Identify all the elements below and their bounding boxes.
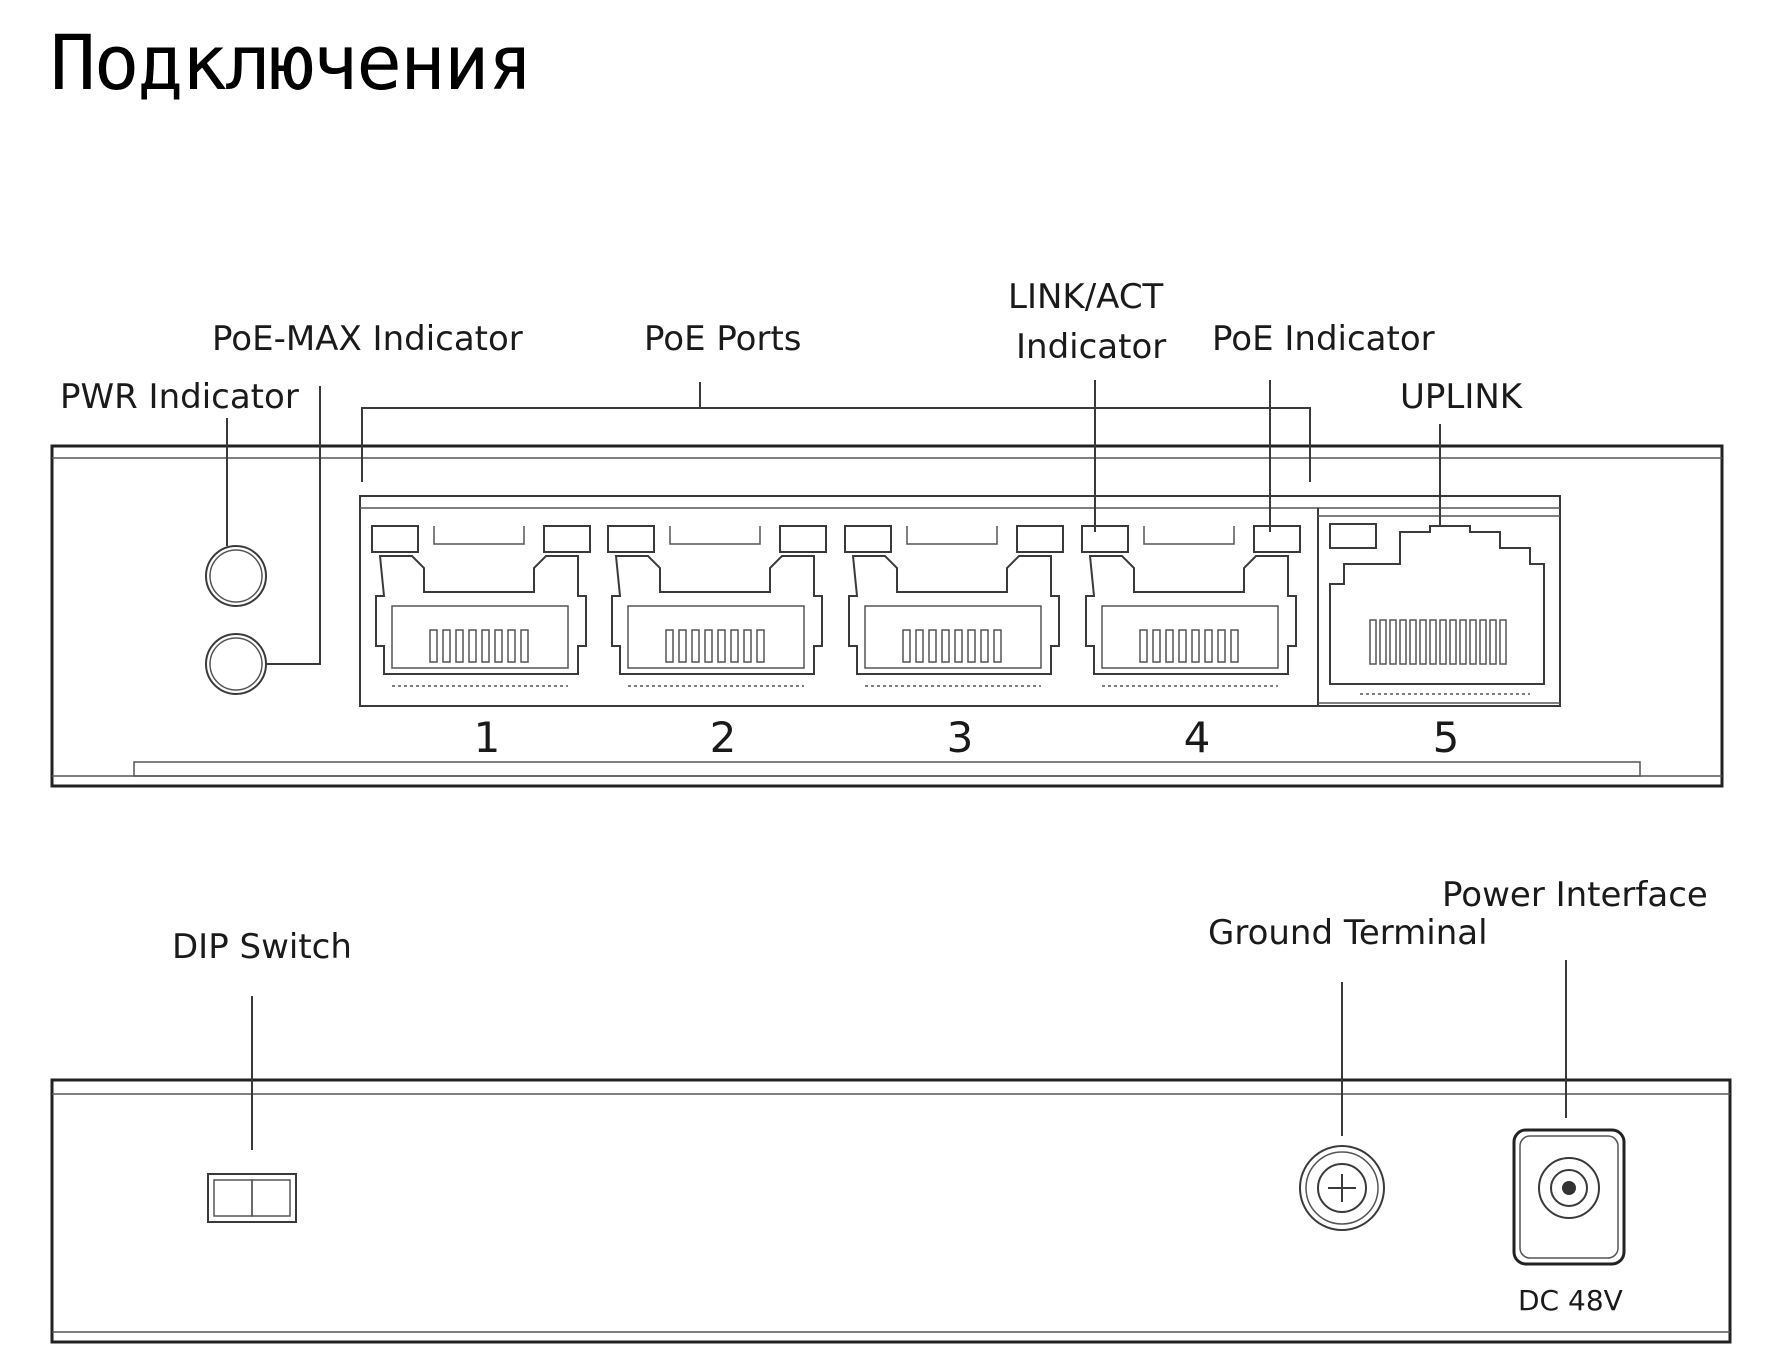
port-number-1: 1 <box>474 713 501 762</box>
port-led-right-icon <box>1016 525 1064 553</box>
poe-max-indicator-label: PoE-MAX Indicator <box>212 319 523 359</box>
rj45-port-icon-4 <box>1081 525 1301 687</box>
dip-switch-label: DIP Switch <box>172 927 352 967</box>
uplink-label: UPLINK <box>1400 377 1524 417</box>
port-led-right-icon <box>543 525 591 553</box>
poe-ports-label: PoE Ports <box>644 319 802 359</box>
power-jack-icon <box>1512 1128 1626 1266</box>
poe-max-led-icon <box>205 633 267 695</box>
port-led-left-icon <box>1081 525 1129 553</box>
port-number-4: 4 <box>1184 713 1211 762</box>
poe-ports-bracket <box>361 407 1311 482</box>
port-number-3: 3 <box>947 713 974 762</box>
uplink-port-icon <box>1329 523 1545 695</box>
ground-terminal-icon <box>1299 1145 1385 1231</box>
port-block <box>359 495 1561 707</box>
port-number-5: 5 <box>1433 713 1460 762</box>
power-interface-label: Power Interface <box>1442 875 1708 915</box>
pwr-led-icon <box>205 545 267 607</box>
rear-panel: DIP Switch Ground Terminal Power Interfa… <box>50 875 1732 1344</box>
port-led-left-icon <box>607 525 655 553</box>
port-led-right-icon <box>779 525 827 553</box>
dip-switch-icon <box>207 1173 297 1223</box>
rj45-port-icon-1 <box>371 525 591 687</box>
poe-indicator-label: PoE Indicator <box>1212 319 1435 359</box>
page-title: Подключения <box>50 18 533 107</box>
front-bottom-rail <box>133 761 1641 777</box>
rj45-port-icon-3 <box>844 525 1064 687</box>
rear-panel-body <box>50 1078 1732 1344</box>
port-led-right-icon <box>1253 525 1301 553</box>
port-led-left-icon <box>844 525 892 553</box>
poe-max-callout-line <box>266 386 321 665</box>
link-act-label-line2: Indicator <box>1016 327 1166 367</box>
link-act-label-line1: LINK/ACT <box>1008 277 1164 317</box>
rj45-port-icon-2 <box>607 525 827 687</box>
ground-terminal-label: Ground Terminal <box>1208 913 1488 953</box>
port-led-left-icon <box>371 525 419 553</box>
dc-voltage-label: DC 48V <box>1518 1284 1623 1317</box>
front-panel: 1 2 3 4 5 PWR Indicator PoE-MAX Indicato… <box>50 277 1724 788</box>
pwr-indicator-label: PWR Indicator <box>60 377 299 417</box>
port-number-2: 2 <box>710 713 737 762</box>
front-panel-body <box>50 444 1724 788</box>
